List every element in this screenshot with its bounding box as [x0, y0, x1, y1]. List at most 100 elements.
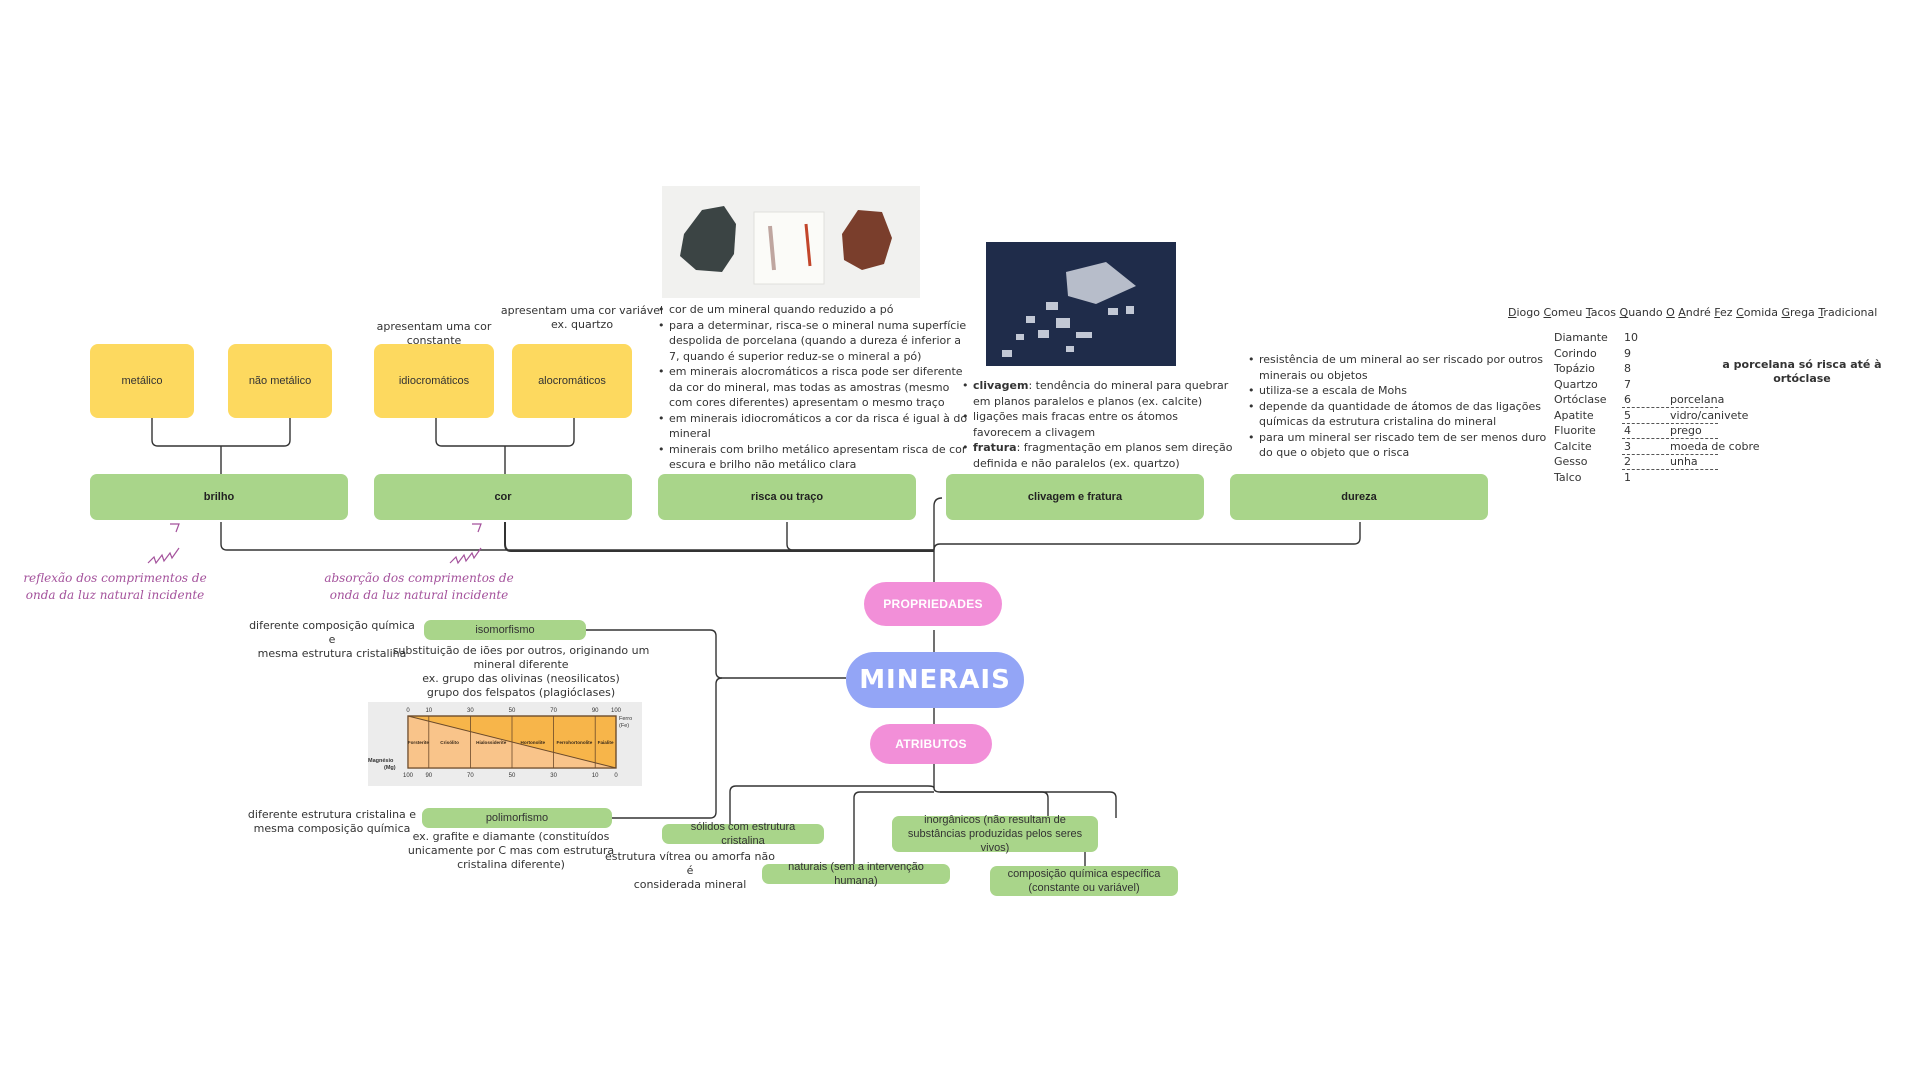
mnemonic-word: Diogo [1508, 306, 1544, 319]
mohs-mineral: Fluorite [1554, 424, 1596, 437]
brilho-annotation: reflexão dos comprimentos de onda da luz… [20, 570, 210, 604]
note-line: substituição de iões por outros, origina… [392, 644, 650, 657]
node-label: sólidos com estrutura cristalina [690, 821, 796, 847]
note-line: diferente estrutura cristalina e [247, 808, 417, 821]
node-label: clivagem e fratura [1027, 491, 1123, 503]
mohs-value: 10 [1624, 331, 1638, 344]
porcelain-plate [753, 211, 825, 285]
fe-axis-label: Ferro [619, 716, 632, 722]
attribute-solidos[interactable]: sólidos com estrutura cristalina [662, 821, 824, 847]
risca-description: cor de um mineral quando reduzido a pó p… [657, 302, 969, 473]
note-line: mesma composição química [253, 822, 411, 835]
node-polimorfismo[interactable]: polimorfismo [422, 808, 612, 828]
bullet: depende da quantidade de átomos de das l… [1248, 399, 1549, 430]
note-line: estrutura vítrea ou amorfa não é [605, 850, 775, 877]
mohs-reference-object: moeda de cobre [1670, 439, 1760, 453]
property-clivagem[interactable]: clivagem e fratura [946, 474, 1204, 520]
attribute-composicao[interactable]: composição química específica (constante… [990, 866, 1178, 896]
mohs-mineral: Topázio [1554, 362, 1595, 375]
property-risca[interactable]: risca ou traço [658, 474, 916, 520]
branch-propriedades[interactable]: PROPRIEDADES [864, 582, 1002, 626]
category-label: Ferrohortonolite [557, 740, 593, 745]
property-brilho[interactable]: brilho [90, 474, 348, 520]
note-line: mineral diferente [473, 658, 569, 671]
node-isomorfismo[interactable]: isomorfismo [424, 620, 586, 640]
bullet: em minerais alocromáticos a risca pode s… [658, 364, 969, 411]
bullet: ligações mais fracas entre os átomos fav… [962, 409, 1233, 440]
dashed-divider [1622, 422, 1718, 424]
mohs-reference-object: unha [1670, 455, 1698, 468]
top-tick-label: 70 [550, 708, 557, 714]
streak-test-photo [662, 186, 920, 298]
mg-axis-label: (Mg) [384, 765, 396, 771]
property-cor[interactable]: cor [374, 474, 632, 520]
mohs-value: 1 [1624, 470, 1631, 484]
mohs-value: 6 [1624, 393, 1631, 406]
term: fratura [973, 441, 1017, 454]
top-tick-label: 10 [425, 708, 432, 714]
term: clivagem [973, 379, 1029, 392]
node-label: não metálico [248, 375, 312, 387]
node-label: polimorfismo [485, 812, 549, 824]
category-label: Forsterite [408, 740, 430, 745]
polimorfismo-detail: ex. grafite e diamante (constituídos uni… [400, 830, 622, 872]
attribute-inorganicos[interactable]: inorgânicos (não resultam de substâncias… [892, 814, 1098, 854]
isomorfismo-definition: diferente composição química e mesma est… [244, 619, 420, 661]
mohs-mineral: Ortóclase [1554, 393, 1607, 406]
fe-axis-label: (Fe) [619, 723, 629, 729]
dark-mineral-sample [680, 206, 736, 272]
mnemonic-word: Fez [1714, 306, 1737, 319]
bottom-tick-label: 10 [592, 773, 599, 779]
mnemonic-word: Grega [1781, 306, 1819, 319]
mohs-mineral: Corindo [1554, 346, 1597, 360]
solid-note: estrutura vítrea ou amorfa não é conside… [600, 850, 780, 892]
note-line: considerada mineral [633, 878, 747, 891]
mohs-value: 4 [1624, 424, 1631, 437]
mohs-value: 3 [1624, 439, 1631, 453]
bottom-tick-label: 100 [403, 773, 414, 779]
central-topic-minerais[interactable]: MINERAIS [846, 652, 1024, 708]
mnemonic-word: Tradicional [1818, 306, 1878, 319]
alocromaticos-note: apresentam uma cor variável ex. quartzo [500, 304, 664, 332]
note-line: unicamente por C mas com estrutura [407, 844, 615, 857]
mohs-value: 7 [1624, 377, 1631, 391]
bottom-tick-label: 90 [425, 773, 432, 779]
crystal-fragments [1002, 302, 1134, 357]
bullet: para um mineral ser riscado tem de ser m… [1248, 430, 1549, 461]
mohs-value: 9 [1624, 346, 1631, 360]
mohs-value: 8 [1624, 362, 1631, 375]
red-streak [804, 223, 812, 267]
mohs-reference-object: vidro/canivete [1670, 408, 1749, 422]
attribute-naturais[interactable]: naturais (sem a intervenção humana) [762, 861, 950, 887]
mg-axis-label: Magnésio [368, 758, 394, 764]
isomorfismo-detail: substituição de iões por outros, origina… [392, 644, 650, 700]
annotation-line: reflexão dos comprimentos de [23, 571, 207, 585]
branch-atributos[interactable]: ATRIBUTOS [870, 724, 992, 764]
note-line: a porcelana só risca até à [1722, 358, 1882, 371]
top-tick-label: 100 [611, 708, 622, 714]
mohs-mnemonic: Diogo Comeu Tacos Quando O André Fez Com… [1508, 306, 1877, 319]
node-alocromaticos[interactable]: alocromáticos [512, 344, 632, 418]
node-nao-metalico[interactable]: não metálico [228, 344, 332, 418]
note-line: mesma estrutura cristalina [257, 647, 407, 660]
mohs-mineral: Diamante [1554, 331, 1608, 344]
node-idiocromaticos[interactable]: idiocromáticos [374, 344, 494, 418]
bullet: minerais com brilho metálico apresentam … [658, 442, 969, 473]
dureza-description: resistência de um mineral ao ser riscado… [1247, 352, 1549, 461]
node-label: ATRIBUTOS [895, 737, 967, 751]
node-label: composição química específica (constante… [1007, 868, 1161, 894]
node-label: PROPRIEDADES [883, 597, 983, 611]
node-label: isomorfismo [475, 624, 535, 636]
node-metalico[interactable]: metálico [90, 344, 194, 418]
definition: ligações mais fracas entre os átomos fav… [973, 410, 1179, 439]
property-dureza[interactable]: dureza [1230, 474, 1488, 520]
halite-block [1066, 262, 1136, 304]
bottom-tick-label: 70 [467, 773, 474, 779]
mohs-mineral: Quartzo [1554, 377, 1598, 391]
